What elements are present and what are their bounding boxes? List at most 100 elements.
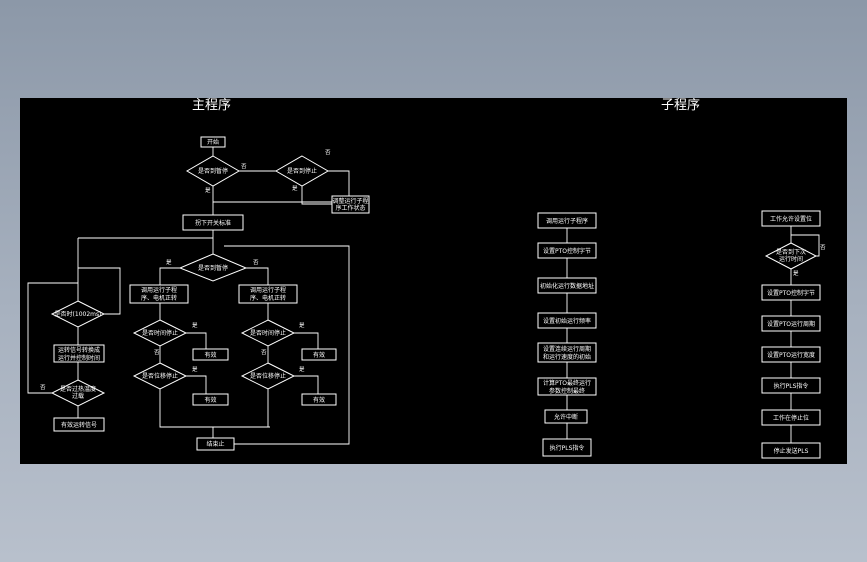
- svg-text:结束止: 结束止: [206, 440, 224, 448]
- svg-text:是否时间停止: 是否时间停止: [142, 329, 178, 337]
- label-no: 否: [40, 384, 46, 391]
- decision-pause-1: 是否到暂停: [185, 155, 241, 187]
- svg-text:是否位移停止: 是否位移停止: [250, 372, 286, 380]
- label-yes: 是: [292, 185, 298, 192]
- sub1-step-8: 执行PLS指令: [542, 438, 592, 457]
- svg-text:是否到下次: 是否到下次: [776, 248, 806, 256]
- svg-text:有效: 有效: [204, 396, 216, 404]
- svg-text:设置PTO运行周期: 设置PTO运行周期: [767, 320, 815, 328]
- svg-text:调用运行子程序: 调用运行子程序: [546, 217, 588, 225]
- sub2-step-pls: 执行PLS指令: [761, 377, 821, 394]
- decision-time-far-left: 是否时(1002ms): [50, 300, 106, 328]
- label-yes: 是: [192, 366, 198, 373]
- svg-text:是否过热温度: 是否过热温度: [60, 385, 96, 393]
- label-no: 否: [820, 244, 826, 251]
- run-motor-right-box: 调用运行子程 序、电机正转: [238, 284, 298, 304]
- svg-text:运行并控制时间: 运行并控制时间: [58, 354, 100, 362]
- set-switch-box: 拐下开关标准: [182, 214, 244, 231]
- decision-stop: 是否到停止: [274, 155, 330, 187]
- sub1-step-3: 初始化运行数据地址: [537, 277, 597, 294]
- svg-text:运行时间: 运行时间: [779, 255, 803, 263]
- svg-text:是否位移停止: 是否位移停止: [142, 372, 178, 380]
- valid-signal-box: 有效运转信号: [53, 417, 105, 432]
- svg-text:执行PLS指令: 执行PLS指令: [550, 444, 585, 452]
- decision-time-stop-left: 是否时间停止: [132, 319, 188, 347]
- svg-text:调用运行子程: 调用运行子程: [250, 286, 286, 294]
- svg-text:参数控制最终: 参数控制最终: [549, 387, 585, 395]
- svg-text:运转信号转换成: 运转信号转换成: [58, 346, 100, 354]
- svg-text:是否时(1002ms): 是否时(1002ms): [55, 310, 102, 318]
- sub2-step-pto-period: 设置PTO运行周期: [761, 315, 821, 332]
- sub2-decision: 是否到下次 运行时间: [764, 242, 818, 270]
- svg-text:和运行速度的初始: 和运行速度的初始: [543, 353, 591, 361]
- sub1-step-5: 设置连续运行周期 和运行速度的初始: [537, 342, 597, 363]
- svg-text:设置PTO控制字节: 设置PTO控制字节: [543, 247, 591, 255]
- svg-text:是否到暂停: 是否到暂停: [198, 167, 228, 175]
- svg-text:调整运行子程: 调整运行子程: [332, 197, 368, 205]
- label-yes: 是: [299, 322, 305, 329]
- svg-text:开始: 开始: [207, 138, 219, 146]
- sub1-step-2: 设置PTO控制字节: [537, 242, 597, 259]
- svg-text:设置初始运行频率: 设置初始运行频率: [543, 317, 591, 325]
- svg-text:是否时间停止: 是否时间停止: [250, 329, 286, 337]
- cad-drawing-canvas: 主程序 子程序 开始 是否到暂停 否 是 是否到停止 否 是 调整运行子程 序工…: [20, 98, 847, 464]
- adjust-state-box: 调整运行子程 序工作状态: [331, 195, 370, 214]
- svg-text:过载: 过载: [72, 392, 84, 400]
- label-no: 否: [261, 349, 267, 356]
- continue-box: 有效: [301, 393, 337, 406]
- sub2-step-stop-pls: 停止发送PLS: [761, 442, 821, 459]
- continue-box: 有效: [192, 393, 229, 406]
- label-yes: 是: [192, 322, 198, 329]
- signal-convert-box: 运转信号转换成 运行并控制时间: [53, 344, 105, 363]
- end-box: 结束止: [196, 437, 235, 451]
- start-node: 开始: [200, 136, 226, 148]
- svg-text:有效运转信号: 有效运转信号: [61, 421, 97, 429]
- svg-text:设置PTO运行宽度: 设置PTO运行宽度: [767, 351, 815, 359]
- label-yes: 是: [793, 270, 799, 277]
- label-yes: 是: [299, 366, 305, 373]
- decision-displacement-stop-left: 是否位移停止: [132, 362, 188, 390]
- label-no: 否: [325, 149, 331, 156]
- svg-text:序工作状态: 序工作状态: [335, 204, 365, 212]
- svg-text:有效: 有效: [204, 351, 216, 359]
- label-yes: 是: [205, 187, 211, 194]
- label-no: 否: [241, 163, 247, 170]
- sub2-step-stop-bit: 工作在停止位: [761, 409, 821, 426]
- sub1-step-1: 调用运行子程序: [537, 212, 597, 229]
- continue-box: 有效: [192, 348, 229, 361]
- svg-text:有效: 有效: [313, 351, 325, 359]
- decision-displacement-stop-right: 是否位移停止: [240, 362, 296, 390]
- label-no: 否: [253, 259, 259, 266]
- svg-text:执行PLS指令: 执行PLS指令: [774, 382, 809, 390]
- svg-text:停止发送PLS: 停止发送PLS: [774, 447, 809, 455]
- sub2-step-pto-width: 设置PTO运行宽度: [761, 346, 821, 363]
- sub2-step-pto-control: 设置PTO控制字节: [761, 284, 821, 301]
- svg-text:初始化运行数据地址: 初始化运行数据地址: [540, 282, 594, 290]
- sub1-step-7: 允许中断: [544, 409, 588, 424]
- decision-time-stop-right: 是否时间停止: [240, 319, 296, 347]
- svg-text:是否到暂停: 是否到暂停: [198, 264, 228, 272]
- run-motor-left-box: 调用运行子程 序、电机正转: [129, 284, 189, 304]
- sub1-step-6: 计算PTO最终运行 参数控制最终: [537, 377, 597, 396]
- svg-text:是否到停止: 是否到停止: [287, 167, 317, 175]
- svg-text:有效: 有效: [313, 396, 325, 404]
- svg-text:调用运行子程: 调用运行子程: [141, 286, 177, 294]
- decision-pause-2: 是否到暂停: [178, 253, 248, 282]
- label-yes: 是: [166, 259, 172, 266]
- svg-text:工作允许设置位: 工作允许设置位: [770, 215, 812, 223]
- main-program-title: 主程序: [192, 98, 231, 113]
- svg-text:工作在停止位: 工作在停止位: [773, 414, 809, 422]
- svg-text:允许中断: 允许中断: [554, 413, 578, 421]
- svg-text:序、电机正转: 序、电机正转: [141, 294, 177, 302]
- continue-box: 有效: [301, 348, 337, 361]
- svg-text:序、电机正转: 序、电机正转: [250, 294, 286, 302]
- svg-text:计算PTO最终运行: 计算PTO最终运行: [543, 379, 591, 387]
- svg-text:拐下开关标准: 拐下开关标准: [195, 219, 231, 227]
- flowchart-drawing: 主程序 子程序 开始 是否到暂停 否 是 是否到停止 否 是 调整运行子程 序工…: [27, 98, 826, 459]
- svg-text:设置连续运行周期: 设置连续运行周期: [543, 345, 591, 353]
- label-no: 否: [154, 349, 160, 356]
- sub2-enable-box: 工作允许设置位: [761, 210, 821, 227]
- sub1-step-4: 设置初始运行频率: [537, 312, 597, 329]
- decision-overheat: 是否过热温度 过载: [50, 379, 106, 407]
- svg-text:设置PTO控制字节: 设置PTO控制字节: [767, 289, 815, 297]
